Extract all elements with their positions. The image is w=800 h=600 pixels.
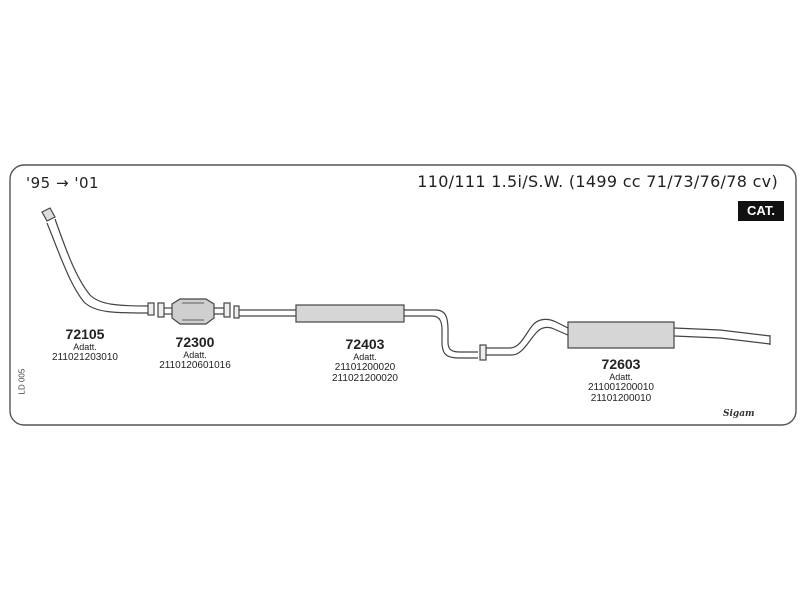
- part-label-72105: 72105 Adatt. 211021203010: [30, 326, 140, 363]
- year-range: '95 → '01: [26, 174, 100, 192]
- part-adatt: Adatt.: [73, 342, 97, 352]
- part-label-72403: 72403 Adatt. 21101200020 211021200020: [310, 336, 420, 384]
- diagram-border: [9, 164, 797, 426]
- part-adatt: Adatt.: [353, 352, 377, 362]
- brand-logo: Sigam: [723, 409, 755, 419]
- document-reference: LD 005: [17, 368, 27, 395]
- part-code: 72105: [65, 326, 105, 342]
- part-oem-number: 2110120601016: [159, 360, 231, 371]
- part-label-72300: 72300 Adatt. 2110120601016: [140, 334, 250, 371]
- center-silencer-drawing: [233, 304, 478, 359]
- part-code: 72300: [175, 334, 215, 350]
- cat-badge: CAT.: [738, 201, 784, 221]
- part-oem-number: 21101200010: [590, 393, 652, 404]
- front-pipe-drawing: [41, 207, 155, 316]
- part-oem-number: 21101200020: [334, 362, 396, 373]
- part-oem-number: 211021203010: [52, 352, 118, 363]
- part-label-72603: 72603 Adatt. 211001200010 21101200010: [566, 356, 676, 404]
- part-oem-number: 211001200010: [588, 382, 654, 393]
- part-oem-number: 211021200020: [332, 373, 398, 384]
- catalyst-drawing: [157, 298, 231, 325]
- part-adatt: Adatt.: [183, 350, 207, 360]
- part-adatt: Adatt.: [609, 372, 633, 382]
- rear-silencer-drawing: [479, 318, 771, 361]
- part-code: 72603: [601, 356, 641, 372]
- vehicle-model-title: 110/111 1.5i/S.W. (1499 cc 71/73/76/78 c…: [417, 172, 778, 191]
- part-code: 72403: [345, 336, 385, 352]
